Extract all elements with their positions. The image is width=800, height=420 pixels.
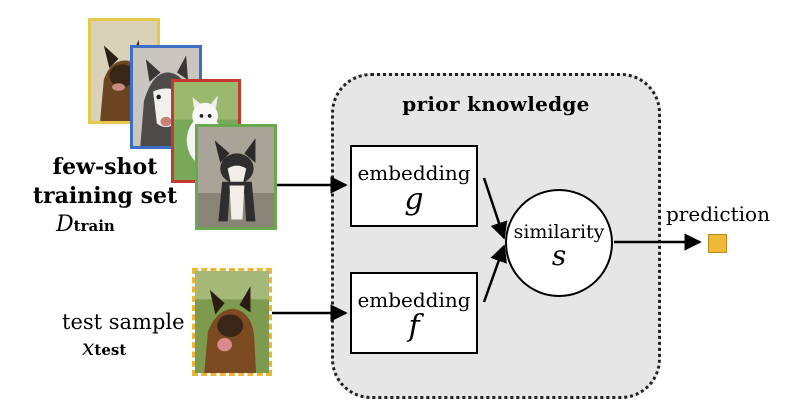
embedding-f-box: embedding f	[350, 272, 478, 354]
test-sample-photo	[192, 268, 272, 376]
training-label-line2: training set	[32, 183, 178, 209]
training-label-line1: few-shot	[52, 154, 158, 180]
training-set-label: few-shot training set	[30, 153, 180, 211]
test-symbol-main: x	[82, 336, 95, 361]
similarity-circle: similarity s	[505, 189, 613, 297]
embedding-f-label: embedding	[357, 288, 471, 312]
training-symbol-sub: train	[73, 217, 115, 235]
embedding-g-box: embedding g	[350, 145, 478, 227]
prediction-square	[708, 234, 727, 253]
embedding-g-label: embedding	[357, 161, 471, 185]
test-symbol: xtest	[82, 336, 126, 361]
embedding-f-symbol: f	[408, 309, 420, 344]
test-symbol-sub: test	[94, 341, 127, 359]
prior-knowledge-title: prior knowledge	[402, 92, 590, 116]
similarity-symbol: s	[551, 239, 567, 272]
training-photo-4	[195, 124, 277, 230]
similarity-label: similarity	[513, 221, 605, 243]
test-sample-label: test sample	[62, 310, 185, 334]
training-symbol-main: D	[56, 212, 74, 237]
training-symbol: Dtrain	[56, 212, 115, 237]
prediction-label: prediction	[666, 202, 770, 226]
embedding-g-symbol: g	[404, 182, 424, 217]
